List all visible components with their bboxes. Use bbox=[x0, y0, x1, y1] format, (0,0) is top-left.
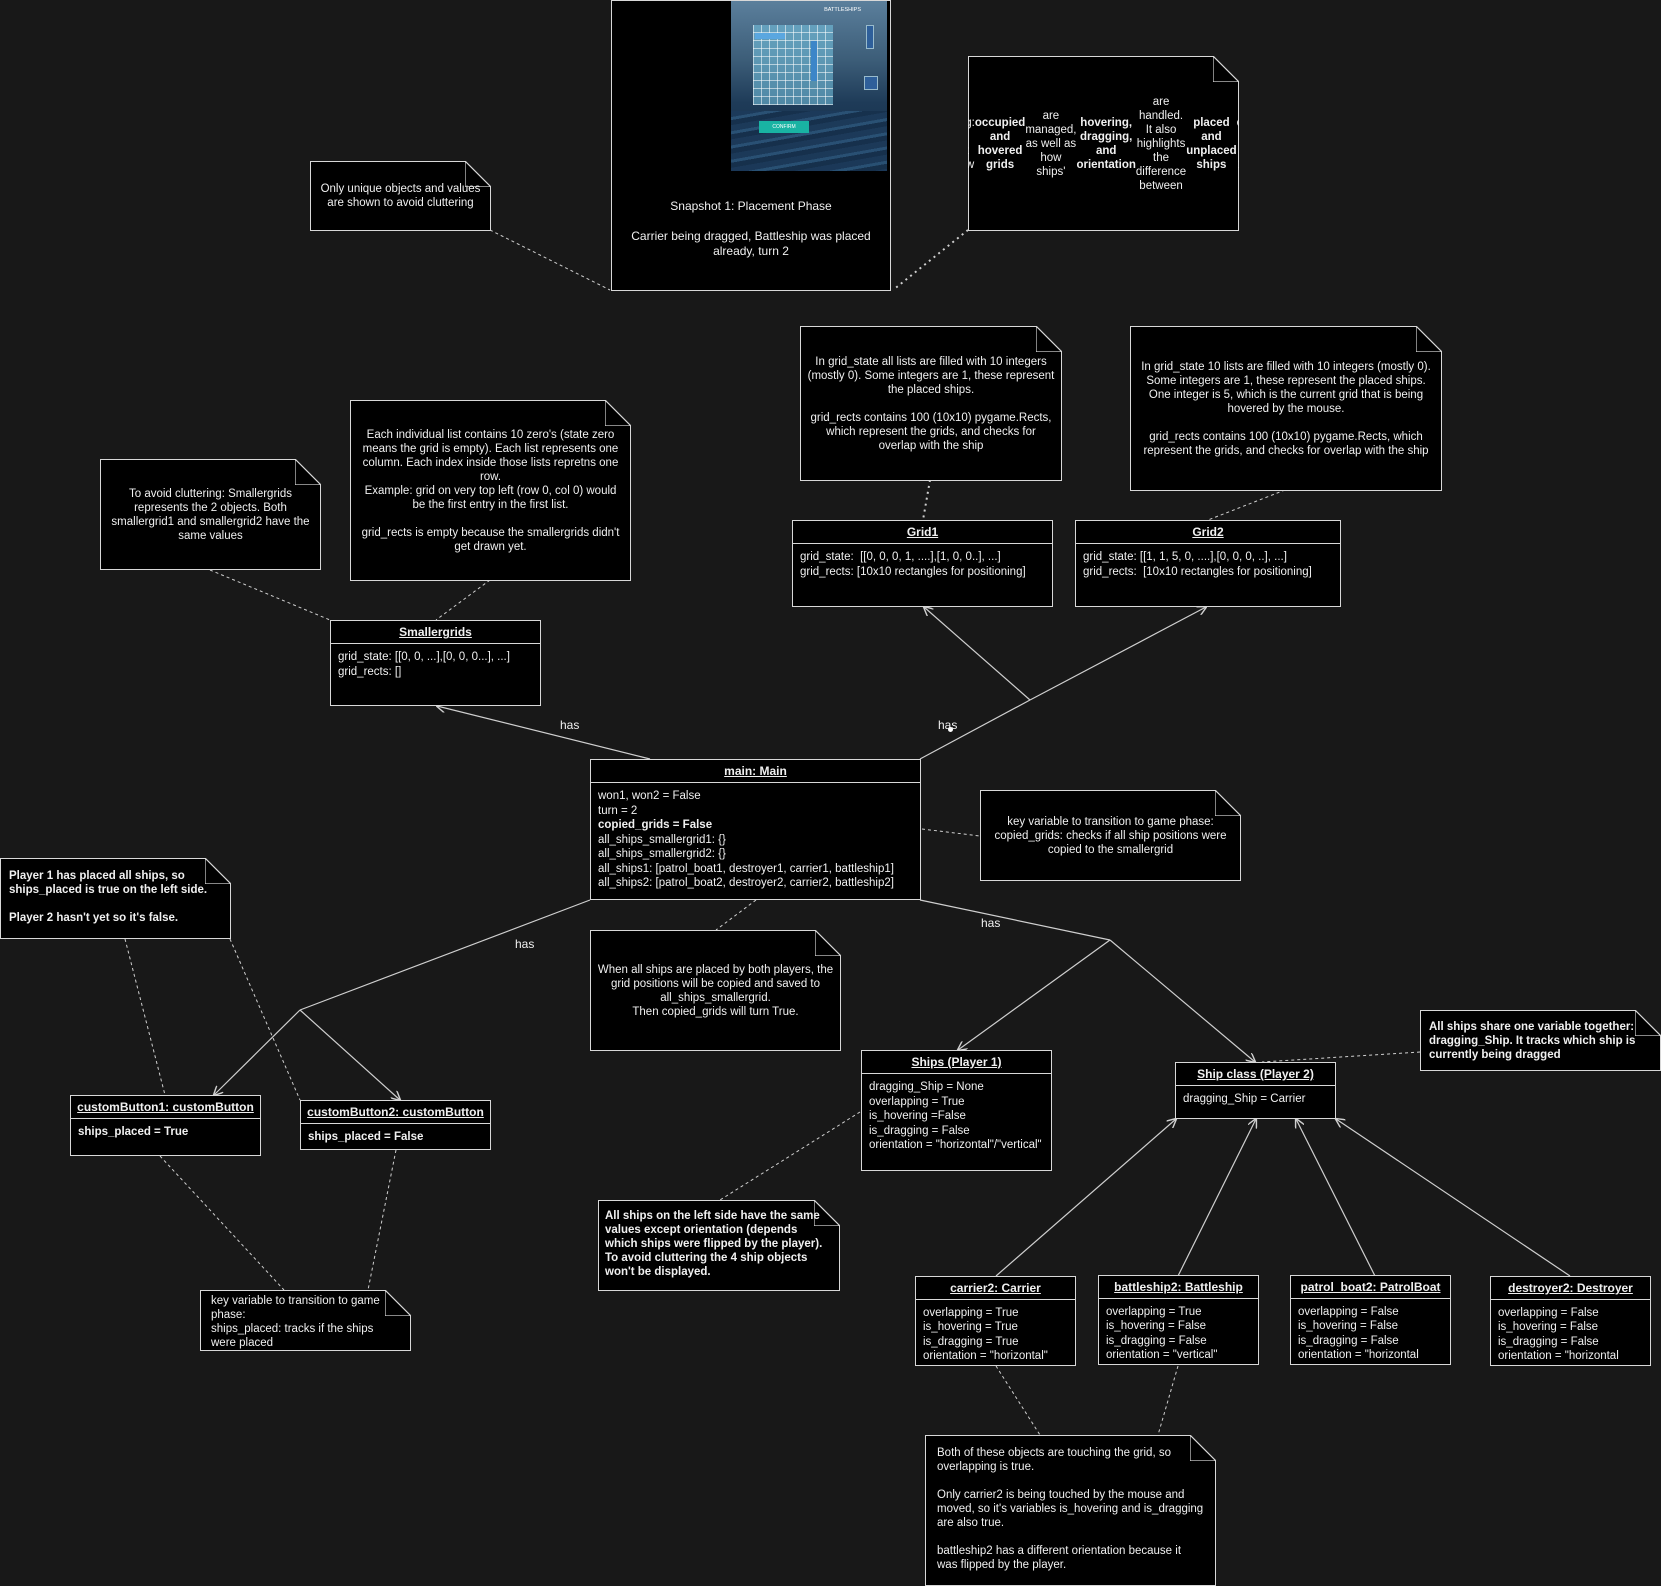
grid1-object: Grid1 grid_state: [[0, 0, 0, 1, ....],[1… bbox=[792, 520, 1053, 607]
link-to-grid1 bbox=[924, 607, 1031, 701]
grid2-title: Grid2 bbox=[1076, 521, 1340, 544]
note-smallergrids-lists: Each individual list contains 10 zero's … bbox=[350, 400, 631, 581]
link-main-ships bbox=[919, 899, 1111, 941]
note-all-ships-copied: When all ships are placed by both player… bbox=[590, 930, 841, 1051]
note-reasoning: Reasoning:This snapshot shows how occupi… bbox=[968, 56, 1239, 231]
dash-b2-ships-placed bbox=[367, 1149, 397, 1291]
grid1-attributes: grid_state: [[0, 0, 0, 1, ....],[1, 0, 0… bbox=[800, 551, 1026, 578]
dash-ships-p1-left bbox=[719, 1111, 861, 1201]
link-battleship2 bbox=[1177, 1119, 1256, 1277]
screenshot-confirm-button: CONFIRM bbox=[759, 121, 809, 133]
main-attr-all-ships2: all_ships2: [patrol_boat2, destroyer2, c… bbox=[598, 877, 894, 889]
dash-reasoning-snapshot bbox=[892, 229, 969, 291]
destroyer2-attributes: overlapping = False is_hovering = False … bbox=[1498, 1307, 1619, 1362]
main-attr-copied-grids: copied_grids = False bbox=[598, 819, 713, 831]
dash-all-ships-copied bbox=[715, 899, 757, 931]
destroyer2-title: destroyer2: Destroyer bbox=[1491, 1277, 1650, 1300]
main-attr-turn: turn = 2 bbox=[598, 804, 638, 817]
snapshot-card: BATTLESHIPS CONFIRM Snapshot 1: Placemen… bbox=[611, 0, 891, 291]
battleship2-title: battleship2: Battleship bbox=[1099, 1276, 1258, 1299]
has-label-smallergrids: has bbox=[560, 718, 580, 732]
link-main-buttons bbox=[299, 899, 591, 1011]
note-dragging-ship: All ships share one variable together: d… bbox=[1420, 1010, 1661, 1071]
dash-copied-grids bbox=[921, 828, 981, 837]
ships-player1-attributes: dragging_Ship = None overlapping = True … bbox=[869, 1081, 1042, 1151]
main-object: main: Main won1, won2 = False turn = 2 c… bbox=[590, 759, 921, 900]
snapshot-caption: Snapshot 1: Placement Phase Carrier bein… bbox=[631, 199, 871, 258]
link-to-button1 bbox=[214, 1009, 301, 1095]
link-to-button2 bbox=[299, 1009, 400, 1100]
grid1-title: Grid1 bbox=[793, 521, 1052, 544]
carrier2-title: carrier2: Carrier bbox=[916, 1277, 1075, 1300]
note-unique-objects: Only unique objects and values are shown… bbox=[310, 161, 491, 231]
game-screenshot: BATTLESHIPS CONFIRM bbox=[731, 1, 887, 171]
main-attr-smallergrid2: all_ships_smallergrid2: {} bbox=[598, 848, 726, 860]
ships-player1-object: Ships (Player 1) dragging_Ship = None ov… bbox=[861, 1050, 1052, 1171]
button2-title: customButton2: customButton bbox=[301, 1101, 490, 1124]
dash-grid1-note bbox=[922, 479, 931, 521]
smallergrids-attributes: grid_state: [[0, 0, ...],[0, 0, 0...], .… bbox=[338, 651, 510, 678]
ship-class-player2-object: Ship class (Player 2) dragging_Ship = Ca… bbox=[1175, 1062, 1336, 1119]
has-label-grids: has bbox=[938, 718, 958, 732]
carrier2-attributes: overlapping = True is_hovering = True is… bbox=[923, 1307, 1048, 1362]
patrol-boat2-title: patrol_boat2: PatrolBoat bbox=[1291, 1276, 1450, 1299]
dash-player-note-b1 bbox=[124, 938, 166, 1096]
link-main-grids bbox=[919, 699, 1031, 760]
battleship2-attributes: overlapping = True is_hovering = False i… bbox=[1106, 1306, 1218, 1361]
dash-carrier2-touching bbox=[995, 1365, 1041, 1436]
main-attr-smallergrid1: all_ships_smallergrid1: {} bbox=[598, 833, 726, 846]
dash-b1-ships-placed bbox=[159, 1155, 285, 1291]
main-title: main: Main bbox=[591, 760, 920, 783]
button1-title: customButton1: customButton bbox=[71, 1096, 260, 1119]
dash-player-note-b2 bbox=[229, 938, 301, 1101]
ships-player1-title: Ships (Player 1) bbox=[862, 1051, 1051, 1074]
grid2-attributes: grid_state: [[1, 1, 5, 0, ....],[0, 0, 0… bbox=[1083, 551, 1312, 578]
dash-dragging-ship bbox=[1261, 1051, 1421, 1063]
has-label-ships: has bbox=[981, 916, 1001, 930]
note-left-ships: All ships on the left side have the same… bbox=[598, 1200, 840, 1291]
link-to-ship-class-p2 bbox=[1109, 939, 1255, 1062]
patrol-boat2-object: patrol_boat2: PatrolBoat overlapping = F… bbox=[1290, 1275, 1451, 1365]
link-carrier2 bbox=[995, 1119, 1176, 1277]
link-to-grid2 bbox=[1029, 607, 1206, 701]
note-copied-grids: key variable to transition to game phase… bbox=[980, 790, 1241, 881]
screenshot-title: BATTLESHIPS bbox=[824, 7, 861, 13]
note-touching-grid: Both of these objects are touching the g… bbox=[925, 1435, 1216, 1586]
note-player-ships-placed: Player 1 has placed all ships, so ships_… bbox=[0, 858, 231, 939]
note-grid2: In grid_state 10 lists are filled with 1… bbox=[1130, 326, 1442, 491]
carrier2-object: carrier2: Carrier overlapping = True is_… bbox=[915, 1276, 1076, 1366]
smallergrids-object: Smallergrids grid_state: [[0, 0, ...],[0… bbox=[330, 620, 541, 706]
dash-grid2-note bbox=[1207, 489, 1286, 521]
link-main-smallergrids bbox=[437, 706, 651, 760]
link-to-ships-p1 bbox=[958, 939, 1111, 1050]
dash-battleship2-touching bbox=[1157, 1365, 1179, 1436]
button1-object: customButton1: customButton ships_placed… bbox=[70, 1095, 261, 1156]
link-destroyer2 bbox=[1336, 1119, 1571, 1277]
ship-class-player2-attributes: dragging_Ship = Carrier bbox=[1183, 1093, 1306, 1105]
button2-object: customButton2: customButton ships_placed… bbox=[300, 1100, 491, 1150]
junction-dot bbox=[948, 727, 953, 732]
button1-attributes: ships_placed = True bbox=[78, 1126, 189, 1138]
ship-class-player2-title: Ship class (Player 2) bbox=[1176, 1063, 1335, 1086]
note-smallergrids-clutter: To avoid cluttering: Smallergrids repres… bbox=[100, 459, 321, 570]
grid2-object: Grid2 grid_state: [[1, 1, 5, 0, ....],[0… bbox=[1075, 520, 1341, 607]
link-patrol-boat2 bbox=[1296, 1119, 1376, 1277]
note-ships-placed: key variable to transition to game phase… bbox=[200, 1290, 411, 1351]
battleship2-object: battleship2: Battleship overlapping = Tr… bbox=[1098, 1275, 1259, 1365]
dash-smallergrids-list bbox=[435, 579, 491, 621]
main-attr-all-ships1: all_ships1: [patrol_boat1, destroyer1, c… bbox=[598, 862, 894, 875]
main-attr-won: won1, won2 = False bbox=[598, 790, 701, 802]
dash-unique-snapshot bbox=[489, 229, 611, 291]
destroyer2-object: destroyer2: Destroyer overlapping = Fals… bbox=[1490, 1276, 1651, 1366]
patrol-boat2-attributes: overlapping = False is_hovering = False … bbox=[1298, 1306, 1419, 1361]
smallergrids-title: Smallergrids bbox=[331, 621, 540, 644]
button2-attributes: ships_placed = False bbox=[308, 1131, 424, 1143]
note-grid1: In grid_state all lists are filled with … bbox=[800, 326, 1062, 481]
has-label-buttons: has bbox=[515, 937, 535, 951]
dash-smallergrids-clutter bbox=[209, 569, 331, 621]
